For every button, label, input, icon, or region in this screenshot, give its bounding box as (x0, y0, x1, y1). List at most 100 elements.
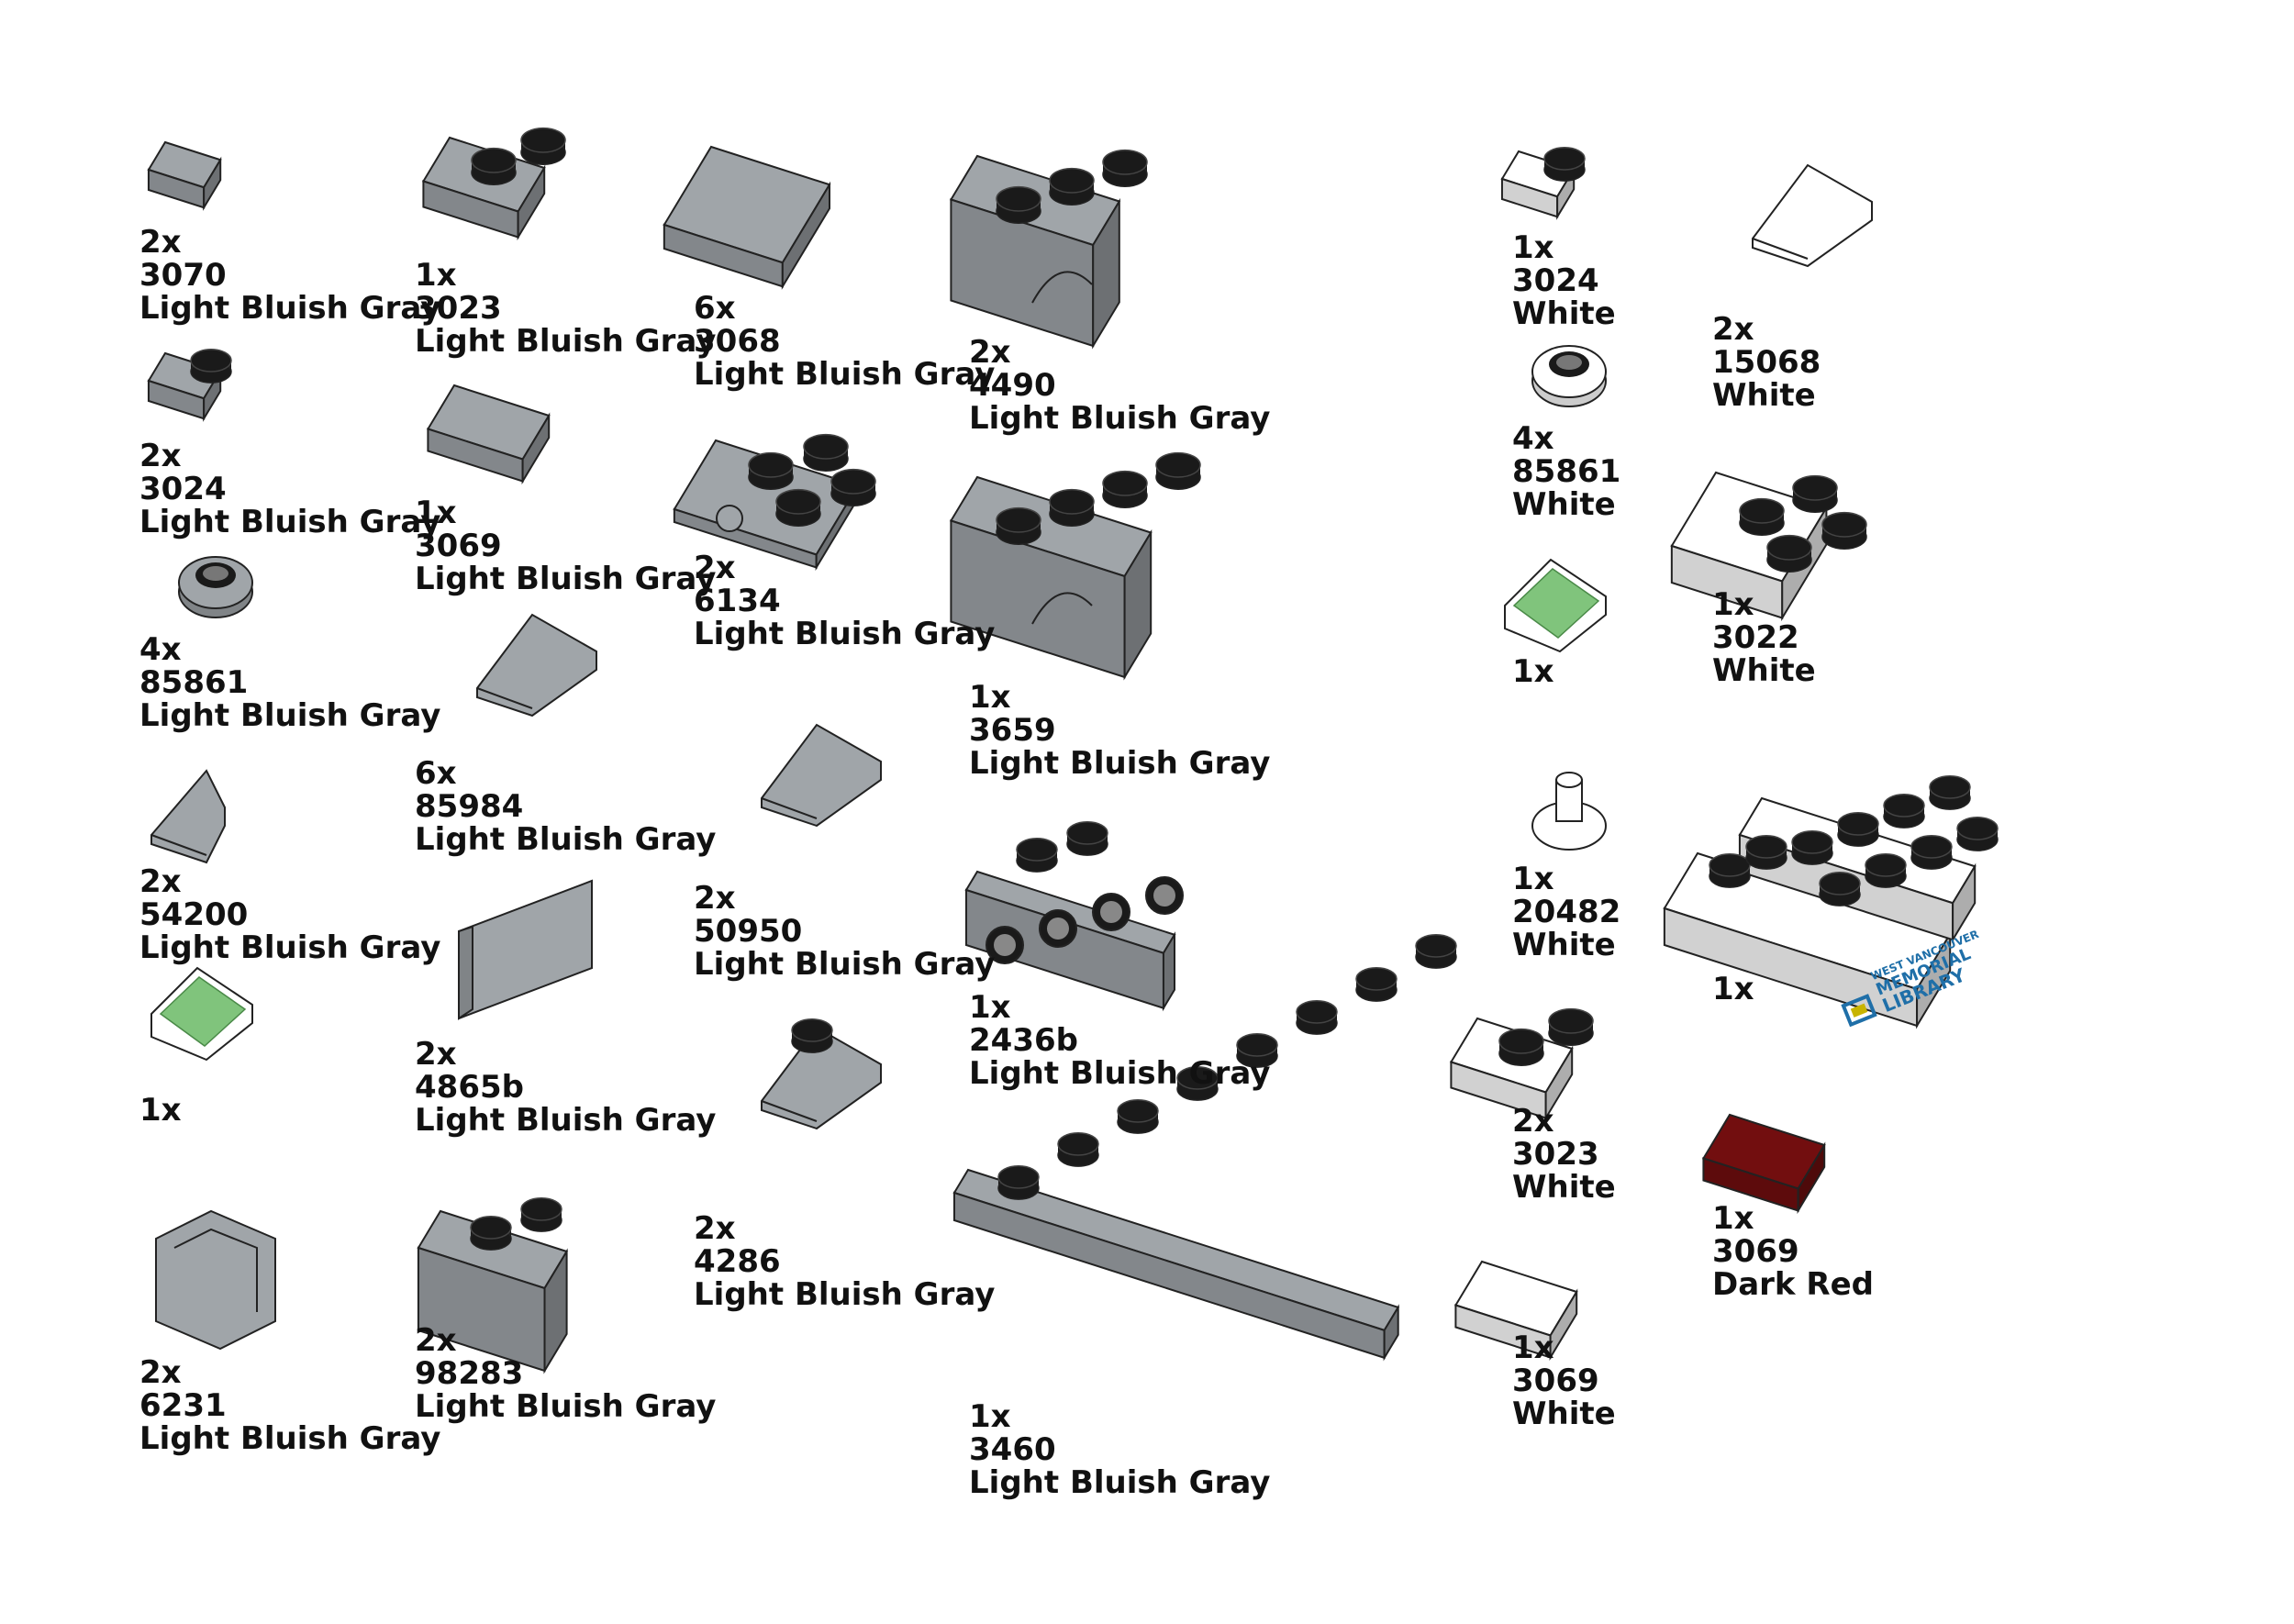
part-drawing-3023-26 (1449, 1007, 1594, 1122)
part-drawing-3024-19 (1500, 147, 1586, 220)
part-color: Dark Red (1712, 1266, 1874, 1303)
part-quantity: 2x (694, 880, 736, 917)
part-quantity: 2x (415, 1322, 457, 1359)
part-number: 3069 (1712, 1233, 1799, 1270)
part-color: White (1512, 295, 1616, 332)
part-color: Light Bluish Gray (139, 929, 441, 966)
part-color: Light Bluish Gray (139, 1420, 441, 1457)
part-color: Light Bluish Gray (415, 1388, 717, 1425)
part-color: Light Bluish Gray (969, 400, 1271, 437)
part-number: 3070 (139, 257, 227, 294)
part-drawing-2436b-11 (964, 821, 1184, 1012)
part-number: 3659 (969, 712, 1056, 749)
part-color: Light Bluish Gray (969, 1055, 1271, 1092)
part-quantity: 1x (1512, 861, 1554, 897)
part-quantity: 1x (1712, 586, 1754, 623)
part-drawing-4286-15 (761, 1018, 882, 1130)
part-drawing-50950-10 (761, 723, 882, 828)
part-color: Light Bluish Gray (694, 1276, 996, 1313)
part-quantity: 2x (1512, 1103, 1554, 1140)
part-drawing-printed-23 (1504, 558, 1607, 653)
part-number: 4865b (415, 1069, 524, 1106)
part-quantity: 6x (694, 290, 736, 327)
part-quantity: 2x (969, 334, 1011, 371)
part-color: Light Bluish Gray (415, 1102, 717, 1139)
part-color: Light Bluish Gray (969, 1464, 1271, 1501)
part-drawing-3070-0 (147, 140, 222, 211)
part-color: White (1512, 1169, 1616, 1206)
part-drawing-85861-21 (1531, 345, 1607, 407)
part-number: 3023 (1512, 1136, 1599, 1173)
part-number: 54200 (139, 896, 249, 933)
part-quantity: 1x (1512, 229, 1554, 266)
part-quantity: 4x (1512, 420, 1554, 457)
part-number: 2436b (969, 1022, 1078, 1059)
part-quantity: 1x (1712, 971, 1754, 1007)
part-drawing-3023-1 (421, 127, 566, 241)
part-color: White (1712, 652, 1816, 689)
part-number: 85984 (415, 788, 524, 825)
part-quantity: 2x (139, 224, 182, 261)
part-drawing-3022-22 (1670, 471, 1867, 622)
part-color: Light Bluish Gray (694, 616, 996, 652)
part-quantity: 2x (415, 1036, 457, 1073)
part-drawing-85861-8 (178, 556, 253, 618)
part-number: 50950 (694, 913, 803, 950)
part-number: 3024 (1512, 262, 1599, 299)
part-number: 4490 (969, 367, 1056, 404)
part-quantity: 2x (139, 438, 182, 474)
part-number: 3068 (694, 323, 781, 360)
part-drawing-4865b-14 (458, 879, 593, 1020)
part-quantity: 2x (694, 550, 736, 586)
part-drawing-6231-16 (155, 1209, 276, 1351)
part-drawing-3069-28 (1453, 1260, 1578, 1362)
part-quantity: 1x (969, 1398, 1011, 1435)
part-drawing-3659-7 (949, 451, 1201, 681)
part-quantity: 4x (139, 631, 182, 668)
part-color: Light Bluish Gray (139, 504, 441, 540)
part-number: 3069 (415, 528, 502, 564)
part-number: 85861 (139, 664, 249, 701)
part-drawing-6134-6 (673, 433, 876, 572)
part-quantity: 1x (139, 1092, 182, 1129)
part-quantity: 6x (415, 755, 457, 792)
part-drawing-printed-13 (150, 966, 253, 1062)
part-number: 3023 (415, 290, 502, 327)
part-label: 1x (1712, 973, 1754, 1006)
part-color: Light Bluish Gray (694, 946, 996, 983)
part-number: 15068 (1712, 344, 1821, 381)
part-number: 85861 (1512, 453, 1621, 490)
part-quantity: 1x (969, 679, 1011, 716)
part-drawing-4490-3 (949, 149, 1148, 350)
part-quantity: 1x (969, 989, 1011, 1026)
part-number: 6231 (139, 1387, 227, 1424)
part-quantity: 2x (139, 863, 182, 900)
part-drawing-54200-12 (150, 769, 226, 864)
part-drawing-3024-4 (147, 349, 232, 422)
part-quantity: 1x (1512, 653, 1554, 690)
part-color: Light Bluish Gray (139, 697, 441, 734)
part-drawing-3069-5 (426, 384, 551, 485)
part-quantity: 2x (1712, 311, 1754, 348)
part-quantity: 1x (415, 257, 457, 294)
part-color: Light Bluish Gray (415, 561, 717, 597)
